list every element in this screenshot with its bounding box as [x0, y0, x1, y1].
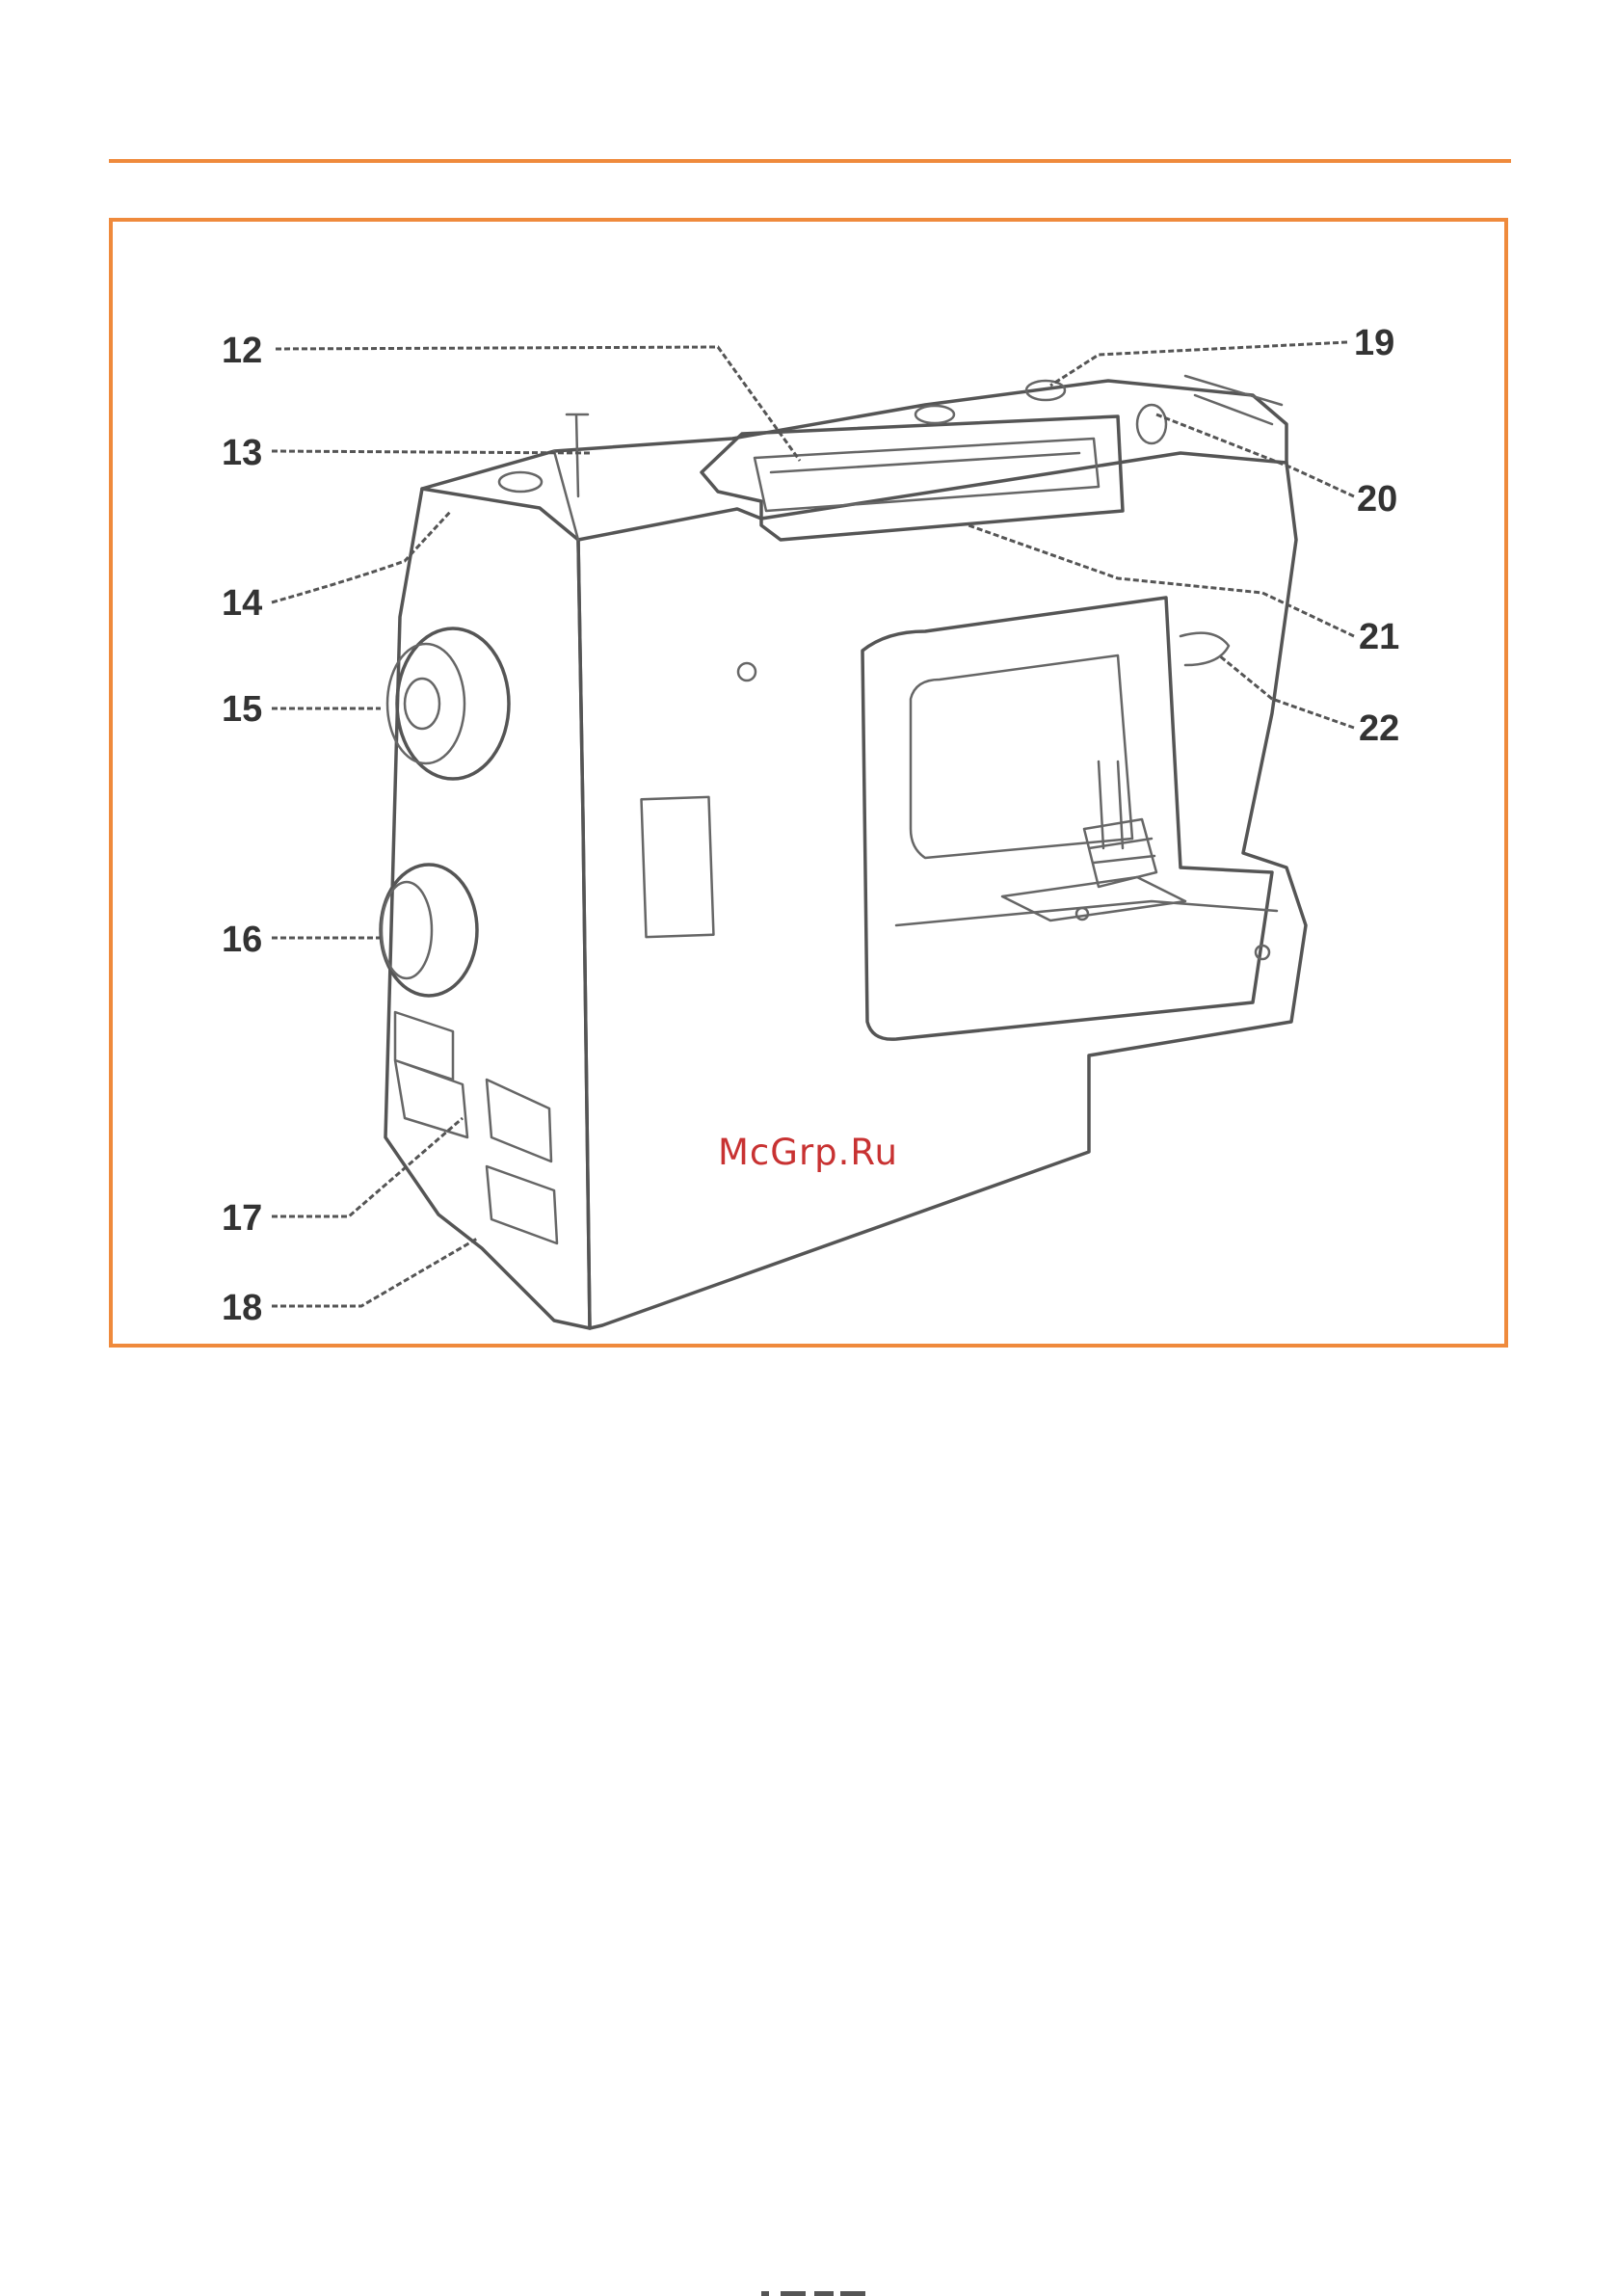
needle-plate — [1002, 877, 1185, 921]
power-socket — [487, 1080, 557, 1243]
power-switch — [395, 1012, 467, 1137]
machine-side-panel — [385, 489, 590, 1328]
carry-handle — [702, 416, 1123, 540]
callout-labels: 12 13 14 15 16 17 18 19 20 21 22 — [222, 323, 1399, 1328]
callout-17: 17 — [222, 1198, 262, 1239]
spool-pin — [567, 414, 588, 496]
callout-16: 16 — [222, 920, 262, 960]
machine-top-surface — [422, 381, 1286, 489]
callout-21: 21 — [1359, 617, 1399, 657]
callout-19: 19 — [1354, 323, 1394, 363]
arm-opening — [862, 598, 1272, 1039]
bobbin-winder — [499, 472, 542, 492]
machine-front-body — [578, 453, 1306, 1328]
stitch-selector-knob — [381, 865, 477, 996]
watermark: McGrp.Ru — [718, 1132, 898, 1173]
sewing-machine-illustration — [381, 376, 1306, 1328]
scan-artifact — [761, 2290, 877, 2296]
callout-20: 20 — [1357, 479, 1397, 520]
needle-bar — [1099, 761, 1123, 848]
handwheel — [397, 628, 509, 779]
callout-18: 18 — [222, 1288, 262, 1328]
callout-12: 12 — [222, 331, 262, 371]
callout-14: 14 — [222, 583, 262, 624]
callout-13: 13 — [222, 433, 262, 473]
callout-15: 15 — [222, 689, 262, 730]
presser-foot — [1084, 819, 1156, 887]
callout-22: 22 — [1359, 708, 1399, 749]
